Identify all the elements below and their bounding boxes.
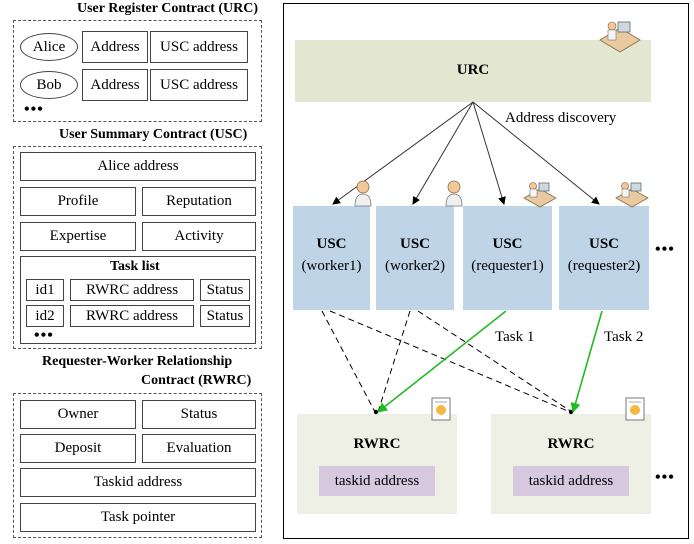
usc-node-title: USC: [492, 236, 523, 252]
usc-section-box: [13, 146, 262, 349]
usc-activity-cell: Activity: [142, 222, 256, 251]
dashed-link: [417, 310, 573, 413]
address-discovery-label: Address discovery: [505, 110, 617, 126]
task2-arrow: [570, 310, 603, 413]
task-id-cell: id1: [26, 279, 64, 301]
task2-label: Task 2: [604, 329, 644, 345]
link-endpoint-dot: [373, 409, 379, 415]
rwrc-status-cell: Status: [142, 400, 256, 429]
rwrc-section-box: [13, 393, 262, 538]
person-icon: [354, 180, 372, 207]
usc-node-subtitle: (requester2): [567, 258, 641, 274]
task-rwrc-address-cell: RWRC address: [70, 279, 194, 301]
usc-node-worker1: USC (worker1): [293, 206, 370, 310]
usc-node-requester1: USC (requester1): [463, 206, 552, 310]
task-list-box: [20, 256, 256, 344]
document-icon: [625, 397, 645, 421]
discovery-arrow: [332, 101, 474, 205]
rwrc-node: RWRC taskid address: [297, 414, 457, 514]
urc-address-cell: Address: [82, 31, 148, 63]
urc-more-dots: •••: [24, 101, 44, 118]
task-list-more-dots: •••: [34, 327, 54, 344]
urc-usc-address-cell: USC address: [150, 69, 248, 101]
dashed-link: [321, 310, 376, 413]
rwrc-owner-cell: Owner: [20, 400, 136, 429]
diagram-frame: [283, 3, 689, 539]
rwrc-node-taskid: taskid address: [319, 466, 435, 496]
rwrc-evaluation-cell: Evaluation: [142, 434, 256, 463]
rwrc-node: RWRC taskid address: [491, 414, 651, 514]
task-status-cell: Status: [200, 279, 250, 301]
rwrc-node-label: RWRC: [547, 436, 595, 452]
usc-node-subtitle: (requester1): [471, 258, 544, 274]
usc-node-worker2: USC (worker2): [376, 206, 454, 310]
urc-node-label: URC: [456, 62, 490, 78]
usc-node-title: USC: [399, 236, 430, 252]
rwrc-node-label: RWRC: [353, 436, 401, 452]
task-list-title: Task list: [110, 259, 160, 274]
urc-name-alice: Alice: [20, 33, 78, 61]
task1-arrow: [377, 310, 507, 413]
rwrc-deposit-cell: Deposit: [20, 434, 136, 463]
urc-section-box: [13, 20, 262, 122]
usc-node-subtitle: (worker1): [301, 258, 362, 274]
usc-expertise-cell: Expertise: [20, 222, 136, 251]
usc-section-title: User Summary Contract (USC): [59, 127, 248, 142]
task-status-cell: Status: [200, 305, 250, 327]
usc-node-title: USC: [316, 236, 347, 252]
rwrc-task-pointer-cell: Task pointer: [20, 503, 256, 532]
computer-user-icon: [523, 182, 557, 208]
discovery-arrow: [412, 101, 474, 205]
usc-node-title: USC: [588, 236, 619, 252]
urc-name-bob: Bob: [20, 71, 78, 99]
usc-profile-cell: Profile: [20, 187, 136, 216]
dashed-link: [377, 310, 411, 413]
usc-node-requester2: USC (requester2): [559, 206, 649, 310]
usc-more-dots: •••: [655, 241, 675, 258]
discovery-arrow: [472, 101, 600, 205]
computer-user-icon: [599, 21, 641, 53]
rwrc-taskid-address-cell: Taskid address: [20, 468, 256, 497]
rwrc-node-taskid: taskid address: [513, 466, 629, 496]
usc-alice-address-cell: Alice address: [20, 152, 256, 181]
task-id-cell: id2: [26, 305, 64, 327]
discovery-arrow: [472, 101, 506, 205]
document-icon: [431, 397, 451, 421]
link-endpoint-dot: [568, 409, 574, 415]
usc-reputation-cell: Reputation: [142, 187, 256, 216]
person-icon: [445, 180, 463, 207]
urc-address-cell: Address: [82, 69, 148, 101]
rwrc-section-title-line1: Requester-Worker Relationship: [42, 354, 233, 369]
task-rwrc-address-cell: RWRC address: [70, 305, 194, 327]
urc-node: URC: [295, 40, 651, 102]
urc-usc-address-cell: USC address: [150, 31, 248, 63]
task1-label: Task 1: [495, 329, 535, 345]
urc-section-title: User Register Contract (URC): [77, 1, 259, 16]
usc-node-subtitle: (worker2): [385, 258, 445, 274]
dashed-link: [329, 310, 571, 413]
rwrc-more-dots: •••: [655, 469, 675, 486]
rwrc-section-title-line2: Contract (RWRC): [141, 373, 252, 388]
computer-user-icon: [615, 182, 649, 208]
